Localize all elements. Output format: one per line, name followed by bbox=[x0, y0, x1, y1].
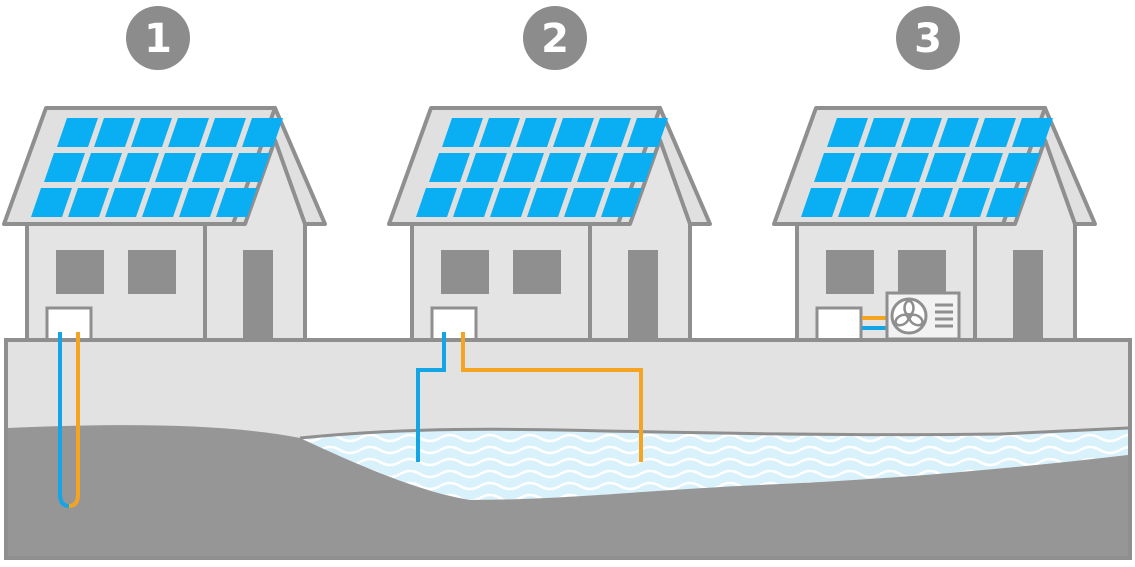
solar-panel bbox=[999, 153, 1040, 182]
solar-panel bbox=[242, 118, 283, 147]
solar-panel bbox=[479, 118, 520, 147]
solar-panel bbox=[962, 153, 1003, 182]
ground-loop-hot-pipe bbox=[68, 332, 80, 508]
solar-panel bbox=[118, 153, 159, 182]
solar-panel bbox=[205, 118, 246, 147]
solar-panel bbox=[875, 188, 916, 217]
window bbox=[56, 250, 104, 294]
solar-panel bbox=[801, 188, 842, 217]
solar-panel bbox=[229, 153, 270, 182]
solar-panel bbox=[192, 153, 233, 182]
solar-panel bbox=[912, 188, 953, 217]
solar-panel bbox=[453, 188, 494, 217]
solar-panel bbox=[590, 118, 631, 147]
solar-panel bbox=[57, 118, 98, 147]
bedrock-layer bbox=[8, 425, 1128, 556]
solar-panel bbox=[81, 153, 122, 182]
window bbox=[826, 250, 874, 294]
solar-panel bbox=[31, 188, 72, 217]
window bbox=[441, 250, 489, 294]
solar-panel bbox=[68, 188, 109, 217]
ground-loop-cold-pipe bbox=[58, 332, 70, 508]
window bbox=[898, 250, 946, 294]
ground bbox=[4, 338, 1132, 560]
window bbox=[513, 250, 561, 294]
groundwater-cold-pipe bbox=[416, 332, 446, 462]
solar-panel bbox=[179, 188, 220, 217]
solar-panel bbox=[527, 188, 568, 217]
vent-grille bbox=[935, 303, 953, 328]
solar-panel bbox=[466, 153, 507, 182]
badge-3: 3 bbox=[896, 6, 960, 70]
solar-panel bbox=[925, 153, 966, 182]
solar-panel bbox=[416, 188, 457, 217]
solar-panel bbox=[553, 118, 594, 147]
solar-panel bbox=[938, 118, 979, 147]
badge-2: 2 bbox=[523, 6, 587, 70]
house-1 bbox=[2, 106, 327, 342]
solar-panel bbox=[131, 118, 172, 147]
badge-label-1: 1 bbox=[144, 16, 172, 62]
solar-panel bbox=[827, 118, 868, 147]
solar-panel bbox=[851, 153, 892, 182]
indoor-heat-pump-box bbox=[45, 306, 93, 342]
door bbox=[243, 250, 273, 340]
solar-panel bbox=[105, 188, 146, 217]
solar-panel-array bbox=[801, 118, 1053, 217]
ground-loop-pipes bbox=[58, 332, 80, 508]
solar-panel bbox=[155, 153, 196, 182]
solar-panel-array bbox=[31, 118, 283, 217]
indoor-heat-pump-box bbox=[815, 306, 863, 342]
solar-panel bbox=[614, 153, 655, 182]
solar-panel bbox=[577, 153, 618, 182]
solar-panel bbox=[814, 153, 855, 182]
solar-panel bbox=[864, 118, 905, 147]
solar-panel bbox=[94, 118, 135, 147]
groundwater-pipes bbox=[416, 332, 643, 462]
groundwater-hot-pipe bbox=[461, 332, 643, 462]
solar-panel bbox=[490, 188, 531, 217]
window bbox=[128, 250, 176, 294]
solar-panel bbox=[44, 153, 85, 182]
badge-label-2: 2 bbox=[541, 16, 569, 62]
solar-panel bbox=[503, 153, 544, 182]
solar-panel bbox=[901, 118, 942, 147]
solar-panel bbox=[516, 118, 557, 147]
solar-panel bbox=[838, 188, 879, 217]
door bbox=[1013, 250, 1043, 340]
soil-boundary bbox=[299, 426, 1129, 440]
groundwater-aquifer bbox=[300, 428, 1128, 500]
door bbox=[628, 250, 658, 340]
solar-panel bbox=[627, 118, 668, 147]
air-heat-pump-unit bbox=[862, 291, 961, 341]
indoor-heat-pump-box bbox=[430, 306, 478, 342]
solar-panel bbox=[986, 188, 1027, 217]
solar-panel bbox=[216, 188, 257, 217]
solar-panel bbox=[601, 188, 642, 217]
solar-panel bbox=[949, 188, 990, 217]
solar-panel bbox=[168, 118, 209, 147]
house-2 bbox=[387, 106, 712, 342]
solar-panel bbox=[429, 153, 470, 182]
solar-panel bbox=[442, 118, 483, 147]
solar-panel bbox=[975, 118, 1016, 147]
badge-label-3: 3 bbox=[914, 16, 942, 62]
badge-1: 1 bbox=[126, 6, 190, 70]
fan-icon bbox=[890, 297, 928, 335]
solar-panel bbox=[540, 153, 581, 182]
solar-panel bbox=[142, 188, 183, 217]
solar-panel bbox=[1012, 118, 1053, 147]
solar-panel bbox=[564, 188, 605, 217]
solar-panel bbox=[888, 153, 929, 182]
solar-panel-array bbox=[416, 118, 668, 217]
